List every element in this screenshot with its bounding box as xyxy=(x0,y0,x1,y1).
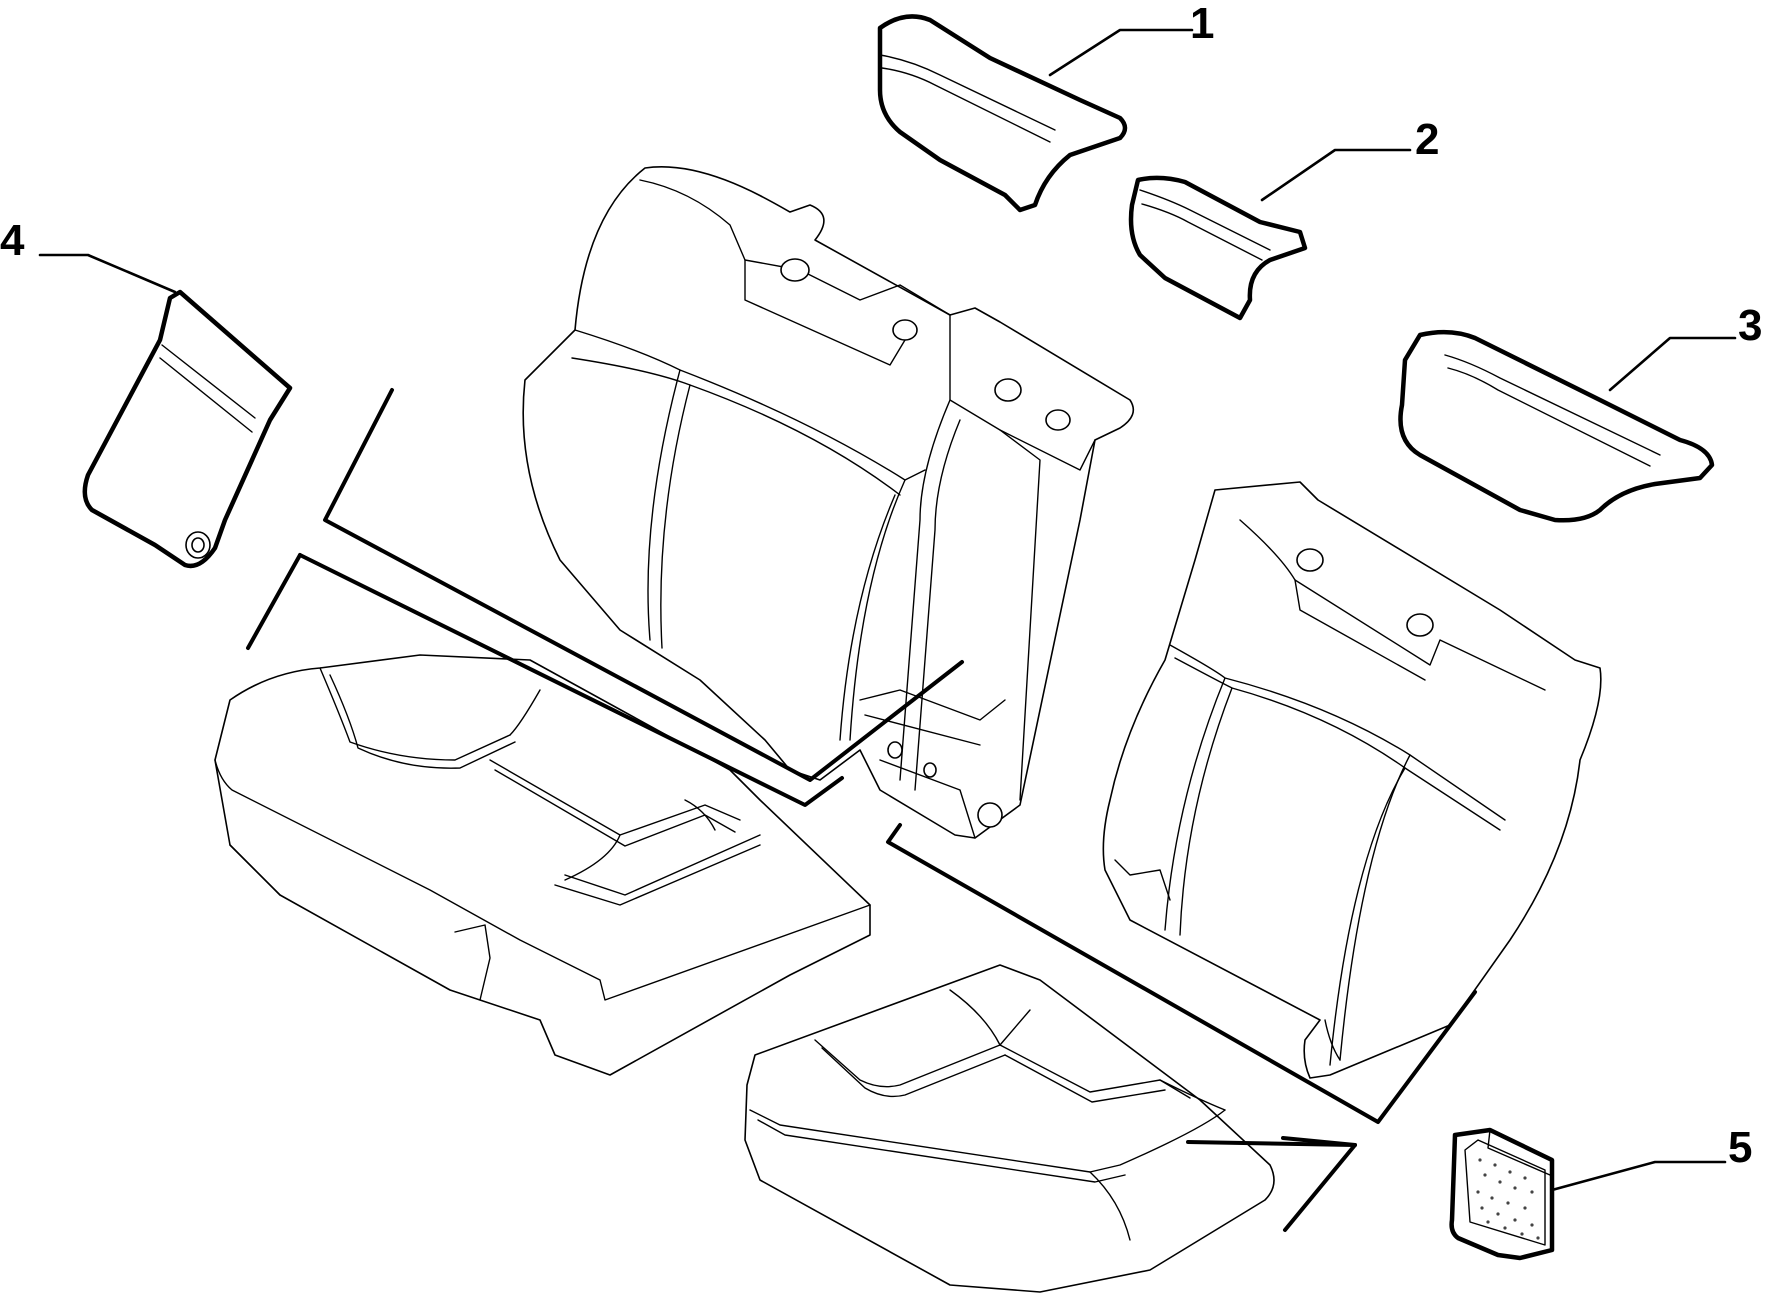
callout-1: 1 xyxy=(1190,0,1214,48)
cushion-small xyxy=(744,964,1275,1293)
headrest-2 xyxy=(1128,175,1308,321)
pad-5 xyxy=(1449,1127,1555,1261)
group-brackets xyxy=(246,388,1477,1232)
cushion-large xyxy=(214,654,871,1076)
backrest-large xyxy=(522,166,1135,839)
backrest-small xyxy=(1102,481,1602,1079)
pad-5-texture xyxy=(1476,1158,1540,1240)
headrest-1 xyxy=(877,14,1128,213)
callout-3: 3 xyxy=(1738,301,1762,350)
headrest-3 xyxy=(1398,329,1715,523)
callout-5: 5 xyxy=(1728,1123,1752,1172)
armrest-4 xyxy=(82,289,293,569)
leader-lines xyxy=(38,28,1737,1192)
callout-4: 4 xyxy=(0,216,25,265)
callout-2: 2 xyxy=(1415,115,1439,164)
